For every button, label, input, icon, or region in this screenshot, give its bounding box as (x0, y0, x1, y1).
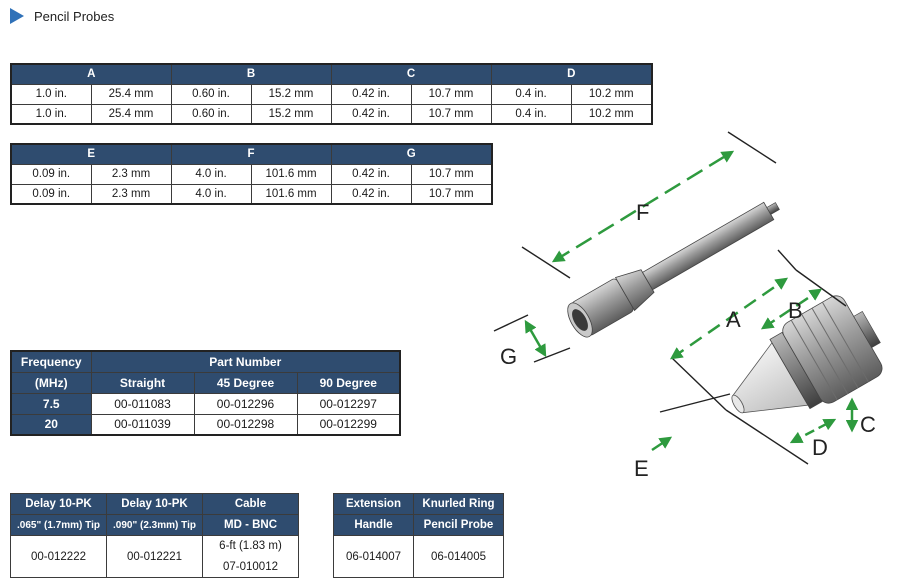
cell: 10.7 mm (410, 183, 493, 205)
cell: 0.4 in. (490, 83, 572, 105)
straight-probe-icon (567, 201, 780, 338)
cell: 00-012297 (296, 392, 401, 415)
cell: 0.09 in. (10, 163, 92, 185)
table-row: 00-012222 00-012221 6-ft (1.83 m) (10, 535, 299, 578)
cell: 25.4 mm (90, 83, 172, 105)
cell: 1.0 in. (10, 103, 92, 125)
cell: 4.0 in. (170, 163, 252, 185)
table-row: 06-014007 06-014005 (333, 535, 504, 578)
table-header-row: Delay 10-PK Delay 10-PK Cable (10, 493, 299, 515)
cell: 06-014005 (413, 535, 504, 578)
header-cable-sub: MD - BNC (202, 514, 299, 536)
cell: 06-014007 (333, 535, 414, 578)
header-extension: Extension (333, 493, 414, 515)
table-row: 0.09 in. 2.3 mm 4.0 in. 101.6 mm 0.42 in… (10, 163, 493, 185)
header-delay-090: Delay 10-PK (106, 493, 203, 515)
header-e: E (10, 143, 172, 165)
cell: 15.2 mm (250, 103, 332, 125)
cell: 10.7 mm (410, 103, 492, 125)
header-a: A (10, 63, 172, 85)
cell: 00-012222 (10, 535, 107, 578)
table-row: 20 00-011039 00-012298 00-012299 (10, 413, 401, 436)
probe-dimension-diagram: F G A B C D E (493, 131, 883, 481)
cell: 0.42 in. (330, 163, 412, 185)
header-delay-065-sub: .065" (1.7mm) Tip (10, 514, 107, 536)
cell: 101.6 mm (250, 163, 332, 185)
header-knurled-ring-sub: Pencil Probe (413, 514, 504, 536)
header-d: D (490, 63, 653, 85)
cell: 0.60 in. (170, 83, 252, 105)
cell: 0.42 in. (330, 83, 412, 105)
table-row: 07-010012 (11, 556, 299, 578)
header-g: G (330, 143, 493, 165)
cell: 00-012299 (296, 413, 401, 436)
table-header-row: A B C D (10, 63, 653, 85)
cell: 4.0 in. (170, 183, 252, 205)
page-title: Pencil Probes (10, 7, 114, 25)
cell: 1.0 in. (10, 83, 92, 105)
table-row: 1.0 in. 25.4 mm 0.60 in. 15.2 mm 0.42 in… (10, 103, 653, 125)
cell: 00-012298 (193, 413, 298, 436)
label-e: E (634, 456, 649, 481)
table-header-row: (MHz) Straight 45 Degree 90 Degree (10, 371, 401, 394)
frequency-header: Frequency (10, 350, 92, 373)
cell: 10.2 mm (570, 83, 653, 105)
col-straight: Straight (90, 371, 195, 394)
cell: 00-011039 (90, 413, 195, 436)
cell: 15.2 mm (250, 83, 332, 105)
cell: 10.2 mm (570, 103, 653, 125)
label-a: A (726, 307, 741, 332)
table-header-row: Extension Knurled Ring (333, 493, 504, 515)
cell: 07-010012 (202, 556, 299, 578)
table-header-row: E F G (10, 143, 493, 165)
dimensions-table-abcd: A B C D 1.0 in. 25.4 mm 0.60 in. 15.2 mm… (10, 63, 653, 125)
header-c: C (330, 63, 492, 85)
dimensions-table-efg: E F G 0.09 in. 2.3 mm 4.0 in. 101.6 mm 0… (10, 143, 494, 205)
header-f: F (170, 143, 332, 165)
cell: 2.3 mm (90, 163, 172, 185)
cell: 25.4 mm (90, 103, 172, 125)
accessories-table-2: Extension Knurled Ring Handle Pencil Pro… (333, 493, 504, 578)
cell: 00-011083 (90, 392, 195, 415)
cell: 00-012221 (106, 535, 203, 578)
cell: 00-012296 (193, 392, 298, 415)
col-90-degree: 90 Degree (296, 371, 401, 394)
frequency-value: 20 (10, 413, 92, 436)
cell: 10.7 mm (410, 163, 493, 185)
table-row: 1.0 in. 25.4 mm 0.60 in. 15.2 mm 0.42 in… (10, 83, 653, 105)
header-extension-sub: Handle (333, 514, 414, 536)
header-b: B (170, 63, 332, 85)
header-knurled-ring: Knurled Ring (413, 493, 504, 515)
label-c: C (860, 412, 876, 437)
col-45-degree: 45 Degree (193, 371, 298, 394)
table-header-row: Frequency Part Number (10, 350, 401, 373)
play-triangle-icon (10, 8, 24, 24)
header-delay-065: Delay 10-PK (10, 493, 107, 515)
table-row: 7.5 00-011083 00-012296 00-012297 (10, 392, 401, 415)
cell: 0.09 in. (10, 183, 92, 205)
table-header-row: .065" (1.7mm) Tip .090" (2.3mm) Tip MD -… (10, 514, 299, 536)
cell: 0.42 in. (330, 103, 412, 125)
cell: 10.7 mm (410, 83, 492, 105)
label-d: D (812, 435, 828, 460)
page-title-text: Pencil Probes (34, 8, 115, 24)
label-f: F (636, 200, 649, 225)
table-header-row: Handle Pencil Probe (333, 514, 504, 536)
cell: 0.42 in. (330, 183, 412, 205)
accessories-table: Delay 10-PK Delay 10-PK Cable .065" (1.7… (10, 493, 299, 578)
label-g: G (500, 344, 517, 369)
cell: 6-ft (1.83 m) (202, 535, 299, 557)
frequency-value: 7.5 (10, 392, 92, 415)
header-delay-090-sub: .090" (2.3mm) Tip (106, 514, 203, 536)
table-row: 0.09 in. 2.3 mm 4.0 in. 101.6 mm 0.42 in… (10, 183, 493, 205)
cell: 101.6 mm (250, 183, 332, 205)
cell: 0.60 in. (170, 103, 252, 125)
part-number-table: Frequency Part Number (MHz) Straight 45 … (10, 350, 402, 436)
part-number-header: Part Number (90, 350, 401, 373)
label-b: B (788, 298, 803, 323)
frequency-unit-header: (MHz) (10, 371, 92, 394)
header-cable: Cable (202, 493, 299, 515)
cell: 2.3 mm (90, 183, 172, 205)
cell: 0.4 in. (490, 103, 572, 125)
